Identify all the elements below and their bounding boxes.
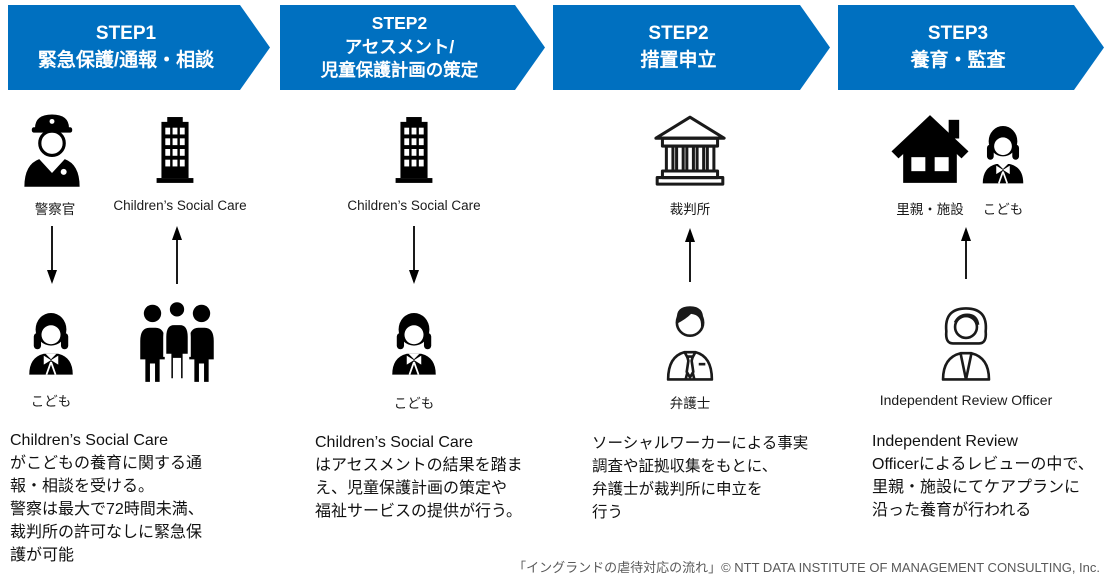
child-girl-icon xyxy=(982,126,1024,184)
actor-label-lawyer: 弁護士 xyxy=(669,396,711,411)
house-icon xyxy=(891,115,969,183)
actor-label-court: 裁判所 xyxy=(669,202,711,217)
actor-label-child-1: こども xyxy=(30,394,72,409)
actor-label-csc-2: Children’s Social Care xyxy=(347,198,481,213)
step2a-title-line2: アセスメント/ xyxy=(344,36,455,57)
step2a-arrow: STEP2 アセスメント/ 児童保護計画の策定 xyxy=(280,5,545,90)
step2a-title-line1: STEP2 xyxy=(371,13,428,34)
actor-label-iro: Independent Review Officer xyxy=(879,392,1053,408)
courthouse-icon xyxy=(654,115,726,186)
step3-arrow: STEP3 養育・監査 xyxy=(838,5,1104,90)
step2b-description: ソーシャルワーカーによる事実 調査や証拠収集をもとに、 弁護士が裁判所に申立を … xyxy=(592,435,809,521)
police-officer-icon xyxy=(24,114,80,187)
step2b-title-line2: 措置申立 xyxy=(640,49,717,71)
step1-title-line2: 緊急保護/通報・相談 xyxy=(37,49,215,71)
up-arrow-icon xyxy=(172,226,182,284)
actor-label-child-2: こども xyxy=(393,396,435,411)
step1-arrow: STEP1 緊急保護/通報・相談 xyxy=(8,5,270,90)
step2a-title-line3: 児童保護計画の策定 xyxy=(320,60,479,81)
up-arrow-icon xyxy=(685,228,695,282)
step3-description: Independent Review Officerによるレビューの中で、 里親… xyxy=(872,433,1094,519)
child-girl-icon xyxy=(392,313,436,375)
building-icon xyxy=(156,117,194,183)
building-icon xyxy=(395,117,433,183)
step2b-arrow: STEP2 措置申立 xyxy=(553,5,830,90)
down-arrow-icon xyxy=(409,226,419,284)
actor-label-home: 里親・施設 xyxy=(896,202,964,217)
step1-title-line1: STEP1 xyxy=(95,22,157,44)
people-group-icon xyxy=(140,299,214,382)
copyright-credit: 「イングランドの虐待対応の流れ」© NTT DATA INSTITUTE OF … xyxy=(513,560,1100,575)
step1-description: Children’s Social Care がこどもの養育に関する通 報・相談… xyxy=(10,432,204,564)
actor-label-police: 警察官 xyxy=(34,202,76,217)
review-officer-icon xyxy=(941,307,991,381)
child-girl-icon xyxy=(29,313,73,375)
lawyer-icon xyxy=(666,306,714,381)
step2b-title-line1: STEP2 xyxy=(648,22,709,44)
step3-title-line1: STEP3 xyxy=(927,22,989,44)
step3-title-line2: 養育・監査 xyxy=(910,49,1006,71)
actor-label-csc-1: Children’s Social Care xyxy=(113,198,247,213)
actor-label-child-4: こども xyxy=(982,202,1024,217)
step2a-description: Children’s Social Care はアセスメントの結果を踏ま え、児… xyxy=(315,434,523,520)
down-arrow-icon xyxy=(47,226,57,284)
up-arrow-icon xyxy=(961,227,971,279)
